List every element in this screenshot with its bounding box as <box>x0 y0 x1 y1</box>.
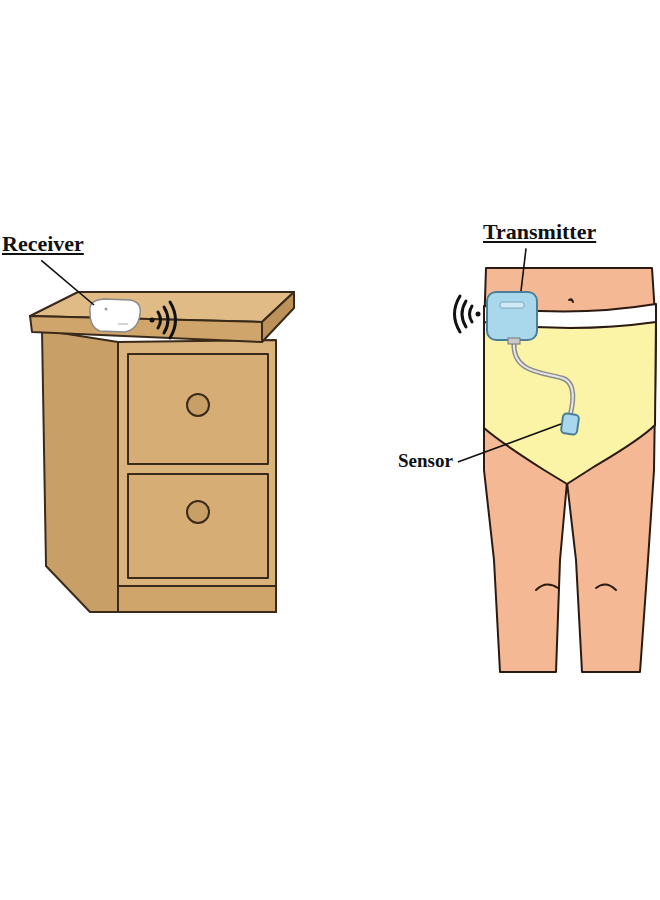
leader-line <box>458 424 561 462</box>
underwear <box>484 318 656 484</box>
leader-line <box>41 260 94 305</box>
nightstand <box>30 292 294 612</box>
base <box>118 586 276 612</box>
skin <box>484 268 656 672</box>
drawer <box>128 474 268 578</box>
body <box>484 268 656 672</box>
knob <box>187 501 209 523</box>
wireless-signal <box>455 296 481 332</box>
part-label: Transmitter <box>483 219 596 244</box>
knob <box>187 394 209 416</box>
body-details <box>536 299 616 590</box>
transmitter-device <box>487 292 537 344</box>
sensor-wire-highlight <box>514 342 573 416</box>
part-label: Receiver <box>2 231 84 256</box>
drawer <box>128 354 268 464</box>
leader-line <box>521 248 526 291</box>
front-face <box>118 340 276 612</box>
top-front-edge <box>30 316 262 342</box>
top-side-edge <box>262 292 294 342</box>
wireless-signal <box>150 302 176 338</box>
sensor-wire <box>514 342 573 416</box>
side-panel <box>42 330 118 612</box>
sensor-device <box>561 413 580 435</box>
receiver-device <box>90 299 141 332</box>
part-label: Sensor <box>398 450 453 472</box>
